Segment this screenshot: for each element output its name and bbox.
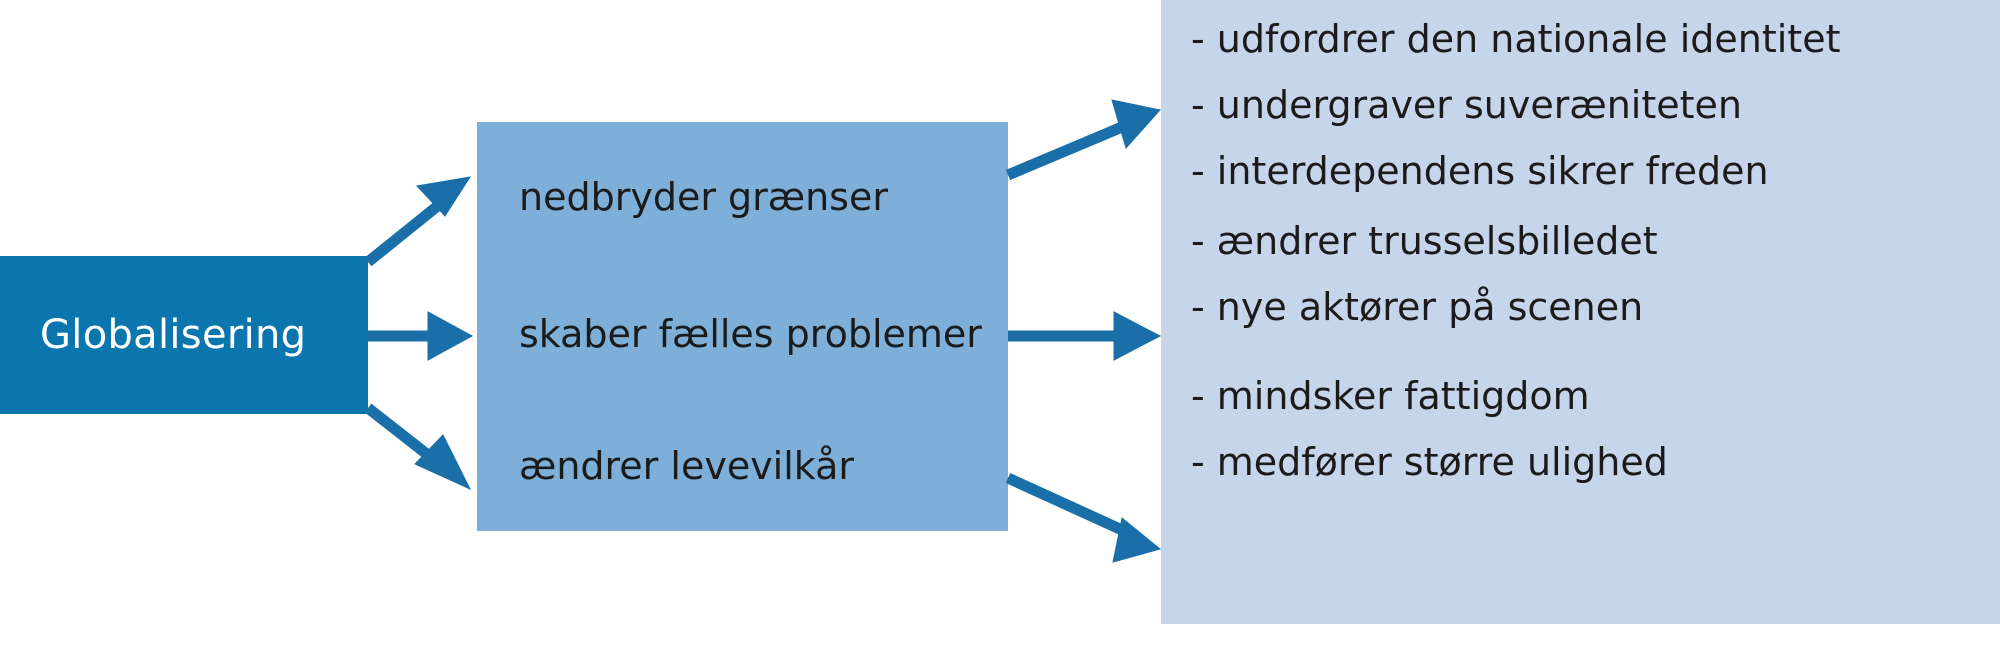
- arrow-globalisering-to-nedbryder-graenser: [364, 176, 472, 267]
- driver-item: ændrer levevilkår: [519, 444, 855, 488]
- consequence-line: - udfordrer den nationale identitet: [1191, 17, 1841, 61]
- consequence-group-identity: - udfordrer den nationale identitet - un…: [1191, 20, 1840, 218]
- arrow-globalisering-to-skaber-faelles-problemer: [368, 311, 474, 361]
- consequence-line: - ændrer trusselsbilledet: [1191, 219, 1658, 263]
- consequence-line: - interdependens sikrer freden: [1191, 149, 1769, 193]
- source-box-label: Globalisering: [40, 312, 307, 358]
- arrow-drivers-to-trusselsbillede-group: [1008, 311, 1162, 361]
- drivers-box: nedbryder grænser skaber fælles probleme…: [477, 122, 1008, 531]
- arrow-globalisering-to-aendrer-levevilkaar: [364, 403, 472, 491]
- driver-item: nedbryder grænser: [519, 175, 888, 219]
- consequence-group-inequality: - mindsker fattigdom - medfører større u…: [1191, 377, 1668, 509]
- consequences-panel: - udfordrer den nationale identitet - un…: [1161, 0, 2000, 624]
- consequence-line: - undergraver suveræniteten: [1191, 83, 1742, 127]
- consequence-line: - medfører større ulighed: [1191, 440, 1668, 484]
- consequence-line: - mindsker fattigdom: [1191, 374, 1590, 418]
- driver-item: skaber fælles problemer: [519, 312, 982, 356]
- source-box-globalisering: Globalisering: [0, 256, 368, 414]
- consequence-group-security: - ændrer trusselsbilledet - nye aktører …: [1191, 222, 1658, 354]
- arrow-drivers-to-fattigdom-group: [1005, 472, 1162, 563]
- arrow-drivers-to-identitet-group: [1005, 99, 1161, 181]
- consequence-line: - nye aktører på scenen: [1191, 285, 1644, 329]
